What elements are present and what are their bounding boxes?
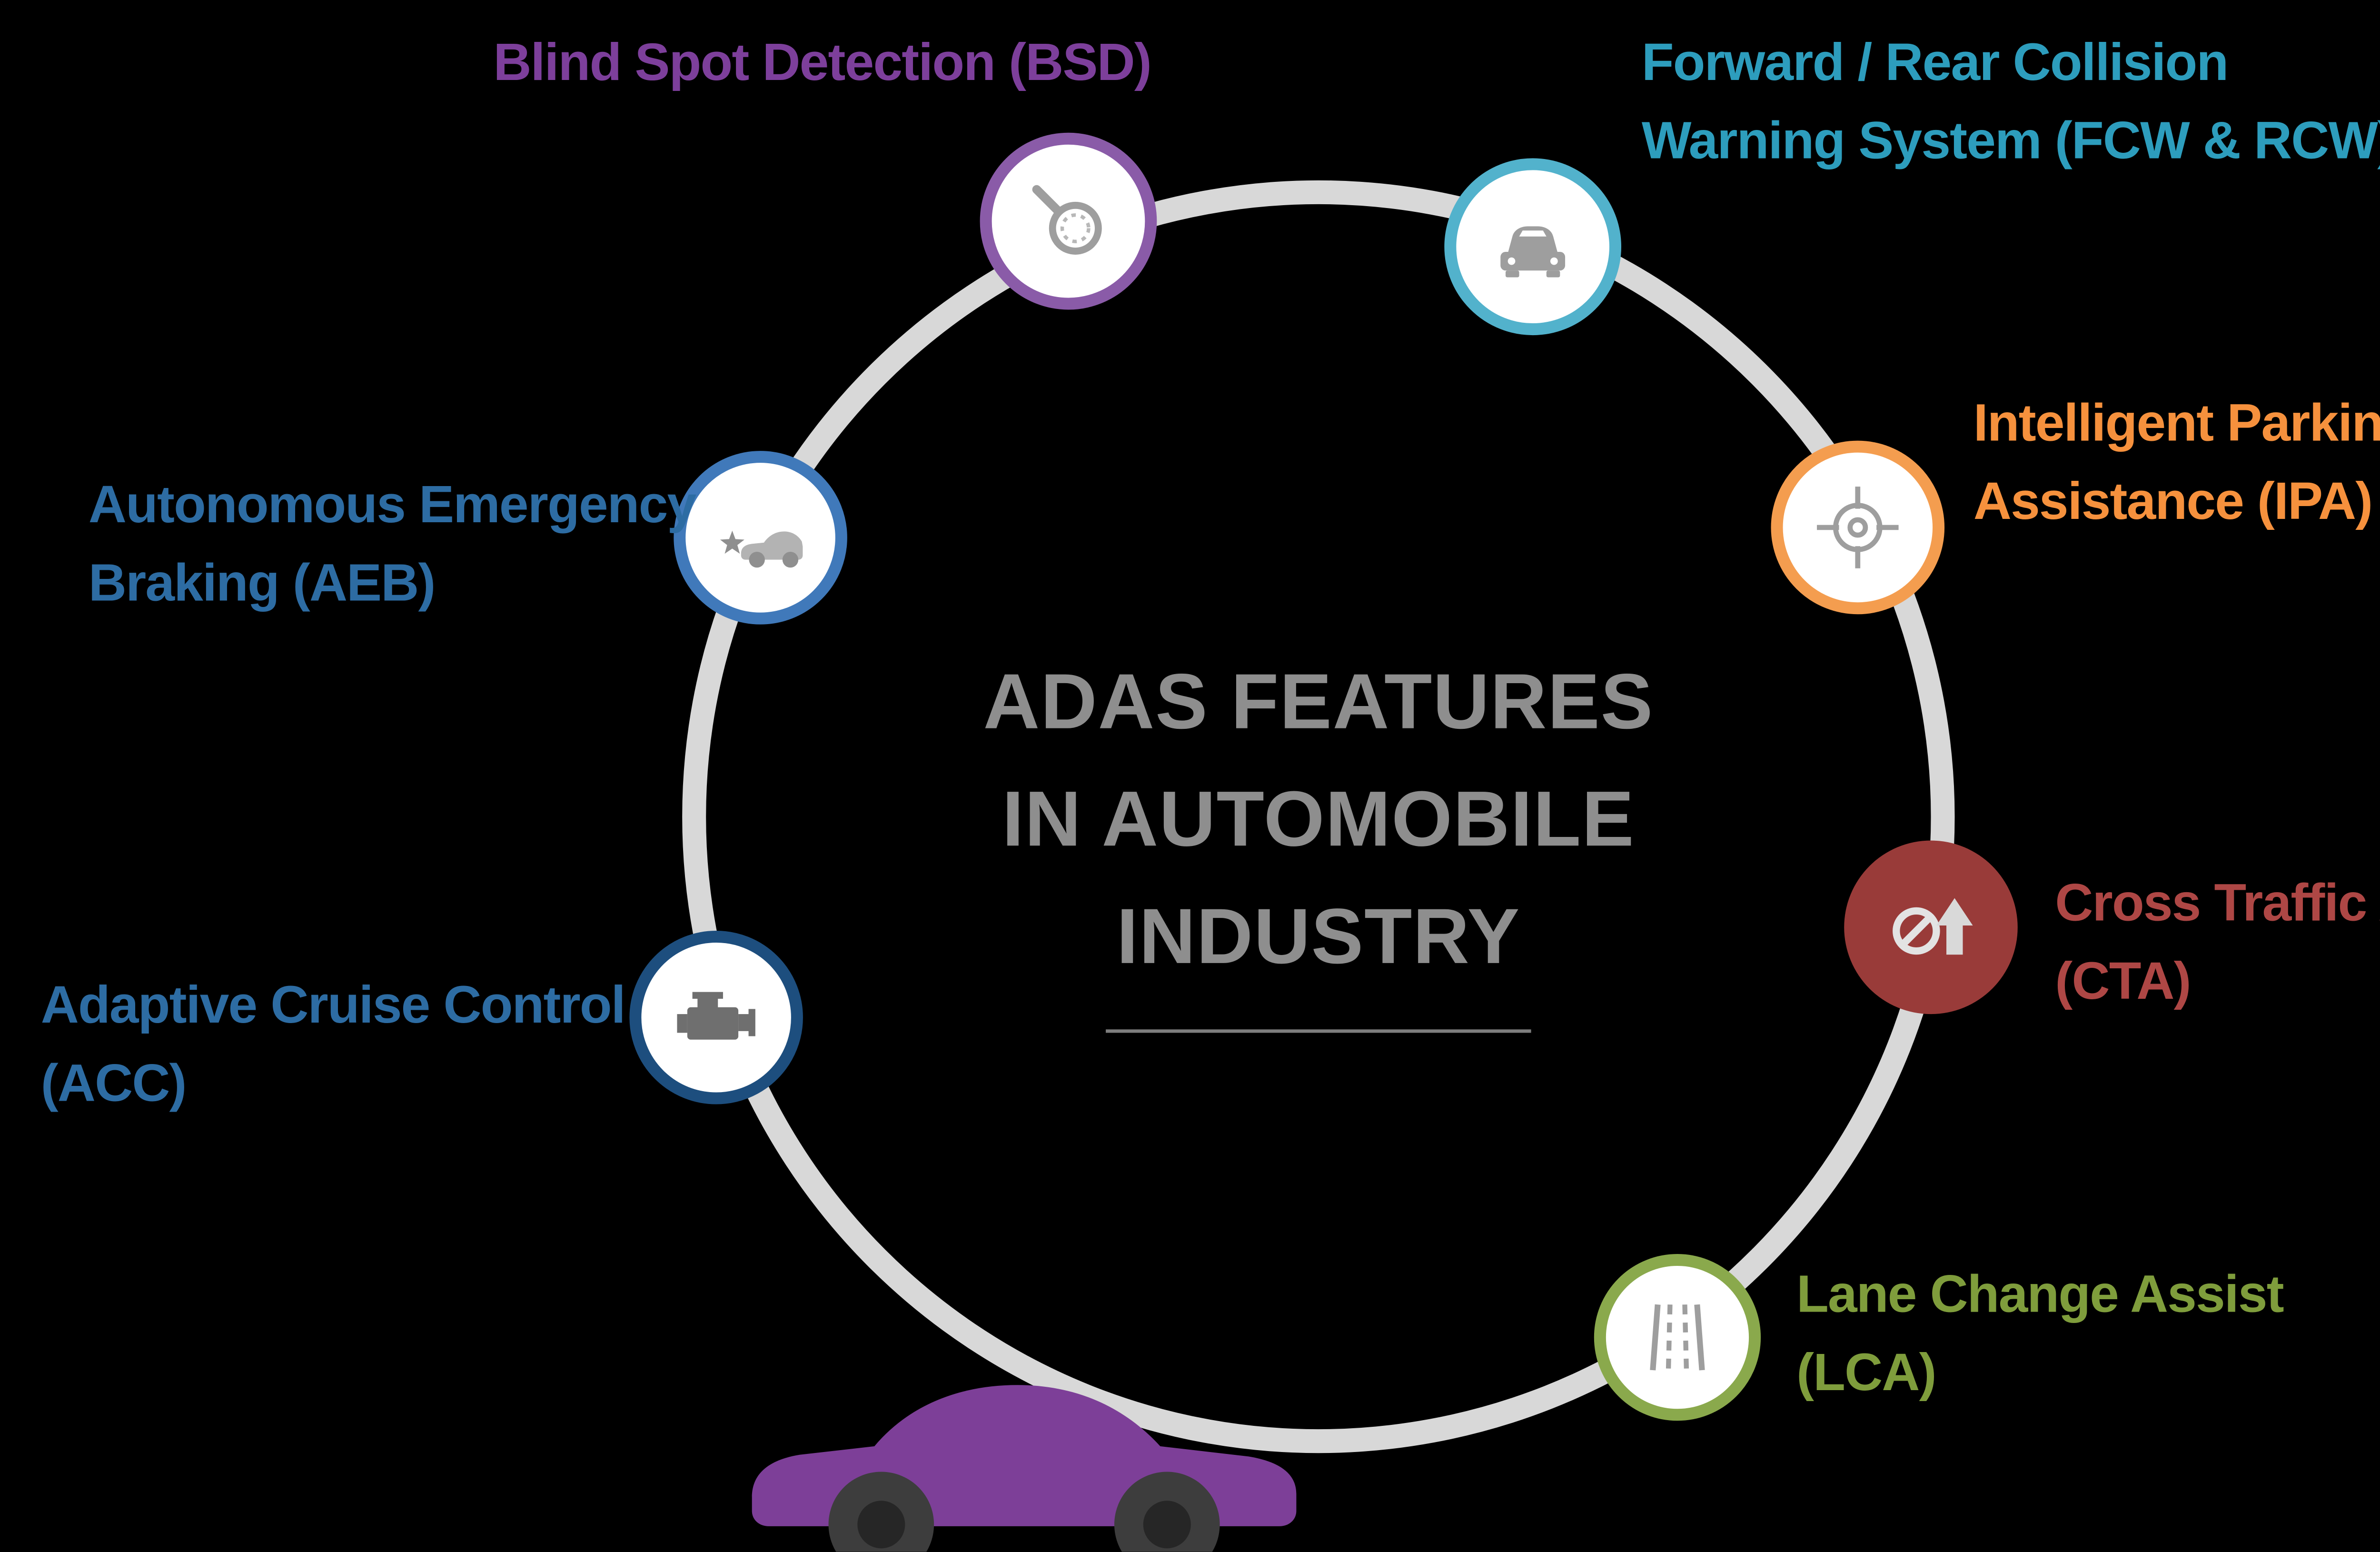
page-title-line: ADAS FEATURES [983, 657, 1654, 746]
feature-label-line: Assistance (IPA) [1973, 471, 2373, 531]
feature-node-bsd [980, 132, 1157, 310]
feature-label-bsd: Blind Spot Detection (BSD) [493, 24, 1151, 102]
feature-node-cta [1844, 840, 2018, 1015]
feature-label-line: Warning System (FCW & RCW) [1641, 110, 2380, 170]
feature-label-cta: Cross Traffic Alert (CTA) [2055, 865, 2380, 1021]
car-front-icon [1500, 226, 1566, 278]
feature-node-fcw [1444, 158, 1622, 336]
car-front-hub [1143, 1501, 1191, 1549]
engine-icon [677, 992, 755, 1040]
feature-label-ipa: Intelligent Parking Assistance (IPA) [1973, 385, 2380, 541]
feature-label-line: Intelligent Parking [1973, 393, 2380, 453]
page-title-line: INDUSTRY [1116, 891, 1521, 980]
car-rear-hub [857, 1501, 905, 1549]
feature-label-line: (CTA) [2055, 951, 2191, 1011]
feature-label-acc: Adaptive Cruise Control (ACC) [40, 966, 626, 1123]
feature-label-line: (ACC) [40, 1053, 187, 1113]
feature-node-aeb [674, 451, 847, 625]
page-title: ADAS FEATURES IN AUTOMOBILE INDUSTRY [893, 643, 1744, 1033]
title-underline [1106, 1029, 1531, 1033]
parking-target-icon [1817, 487, 1899, 568]
feature-label-line: Adaptive Cruise Control [40, 975, 626, 1035]
feature-label-line: Blind Spot Detection (BSD) [493, 32, 1151, 92]
magnifier-icon [1032, 185, 1102, 255]
feature-node-acc [629, 930, 803, 1104]
feature-label-line: Cross Traffic Alert [2055, 873, 2380, 933]
ring-circle [682, 180, 1955, 1453]
road-lanes-icon [1650, 1304, 1705, 1371]
car-star-icon [720, 530, 803, 568]
purple-sedan-icon [752, 1385, 1297, 1552]
feature-label-lca: Lane Change Assist (LCA) [1796, 1256, 2284, 1413]
feature-node-lca [1594, 1254, 1761, 1421]
feature-label-fcw: Forward / Rear Collision Warning System … [1642, 24, 2380, 180]
feature-node-ipa [1771, 440, 1945, 615]
page-title-line: IN AUTOMOBILE [1002, 774, 1635, 863]
feature-label-line: (LCA) [1796, 1342, 1936, 1402]
no-entry-up-arrow-icon [1893, 898, 1973, 955]
feature-label-line: Lane Change Assist [1796, 1264, 2284, 1324]
feature-label-line: Forward / Rear Collision [1641, 32, 2229, 92]
feature-label-line: Autonomous Emergency [88, 475, 696, 535]
feature-label-aeb: Autonomous Emergency Braking (AEB) [89, 466, 696, 623]
feature-label-line: Braking (AEB) [88, 553, 436, 613]
